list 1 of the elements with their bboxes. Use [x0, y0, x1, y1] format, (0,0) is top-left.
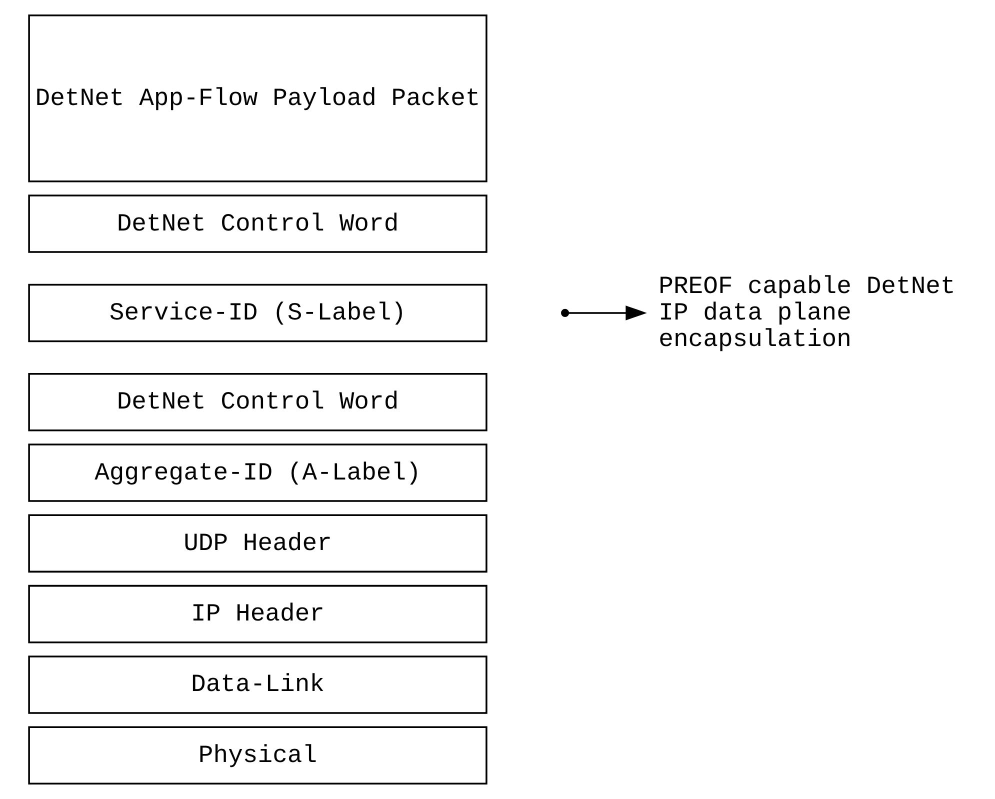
node-text: PREOF capable DetNet IP data plane encapsulation — [658, 273, 956, 354]
